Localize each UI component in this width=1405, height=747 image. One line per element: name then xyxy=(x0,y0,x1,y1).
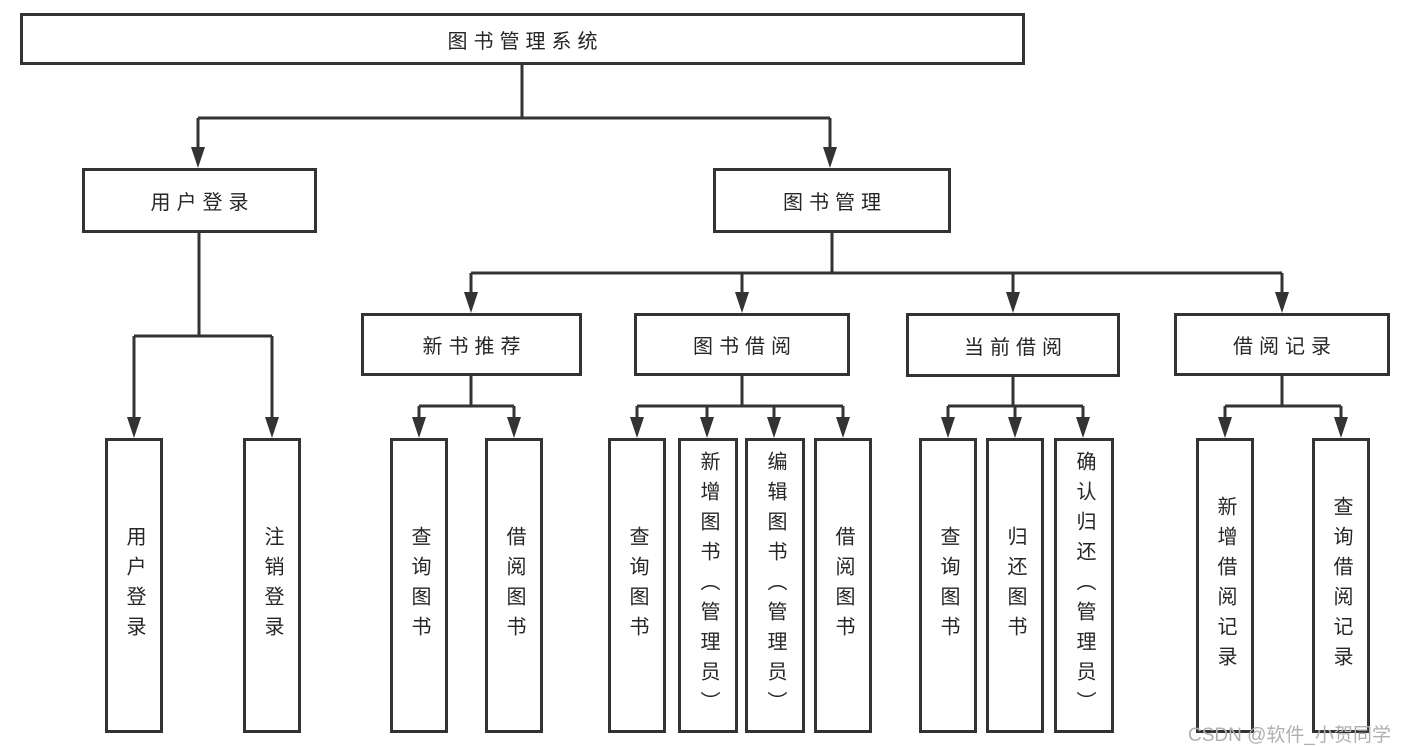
node-user-login: 用户登录 xyxy=(82,168,317,233)
leaf-records-add-borrow-record: 新增借阅记录 xyxy=(1196,438,1254,733)
node-label: 图书管理系统 xyxy=(447,30,604,53)
leaf-borrowing-query-books: 查询图书 xyxy=(608,438,666,733)
arrowhead xyxy=(941,417,955,438)
node-label: 借阅记录 xyxy=(1233,336,1337,358)
arrowhead xyxy=(464,292,478,313)
leaf-borrowing-edit-books-admin: 编辑图书（管理员） xyxy=(745,438,805,733)
arrowhead xyxy=(1076,417,1090,438)
node-label: 图书管理 xyxy=(783,192,887,214)
node-label: 编辑图书（管理员） xyxy=(764,450,786,721)
arrowhead xyxy=(700,417,714,438)
arrowhead xyxy=(127,417,141,438)
node-borrowing-records: 借阅记录 xyxy=(1174,313,1390,376)
node-label: 查询借阅记录 xyxy=(1330,495,1352,676)
node-label: 用户登录 xyxy=(150,192,255,214)
node-label: 新增借阅记录 xyxy=(1214,495,1236,676)
leaf-recommend-query-books: 查询图书 xyxy=(390,438,448,733)
arrowhead xyxy=(507,417,521,438)
node-new-book-recommend: 新书推荐 xyxy=(361,313,582,376)
leaf-current-return-books: 归还图书 xyxy=(986,438,1044,733)
arrowhead xyxy=(412,417,426,438)
leaf-user-login: 用户登录 xyxy=(105,438,163,733)
node-label: 确认归还（管理员） xyxy=(1073,450,1095,721)
arrowhead xyxy=(191,147,205,168)
node-label: 借阅图书 xyxy=(503,525,525,646)
watermark-text: CSDN @软件_小贺同学 xyxy=(1188,725,1391,746)
arrowhead xyxy=(735,292,749,313)
arrowhead xyxy=(823,147,837,168)
leaf-current-query-books: 查询图书 xyxy=(919,438,977,733)
arrowhead xyxy=(1275,292,1289,313)
node-label: 查询图书 xyxy=(937,525,959,646)
node-label: 归还图书 xyxy=(1004,525,1026,646)
node-book-management: 图书管理 xyxy=(713,168,951,233)
node-label: 查询图书 xyxy=(626,525,648,646)
arrowhead xyxy=(767,417,781,438)
node-label: 图书借阅 xyxy=(693,336,797,358)
node-book-borrowing: 图书借阅 xyxy=(634,313,850,376)
node-label: 查询图书 xyxy=(408,525,430,646)
arrowhead xyxy=(1218,417,1232,438)
arrowhead xyxy=(1008,417,1022,438)
leaf-recommend-borrow-books: 借阅图书 xyxy=(485,438,543,733)
arrowhead xyxy=(1334,417,1348,438)
leaf-records-query-borrow-record: 查询借阅记录 xyxy=(1312,438,1370,733)
arrowhead xyxy=(630,417,644,438)
node-label: 当前借阅 xyxy=(964,336,1068,359)
node-label: 注销登录 xyxy=(261,525,283,646)
node-label: 借阅图书 xyxy=(832,525,854,646)
node-root: 图书管理系统 xyxy=(20,13,1025,65)
leaf-borrowing-add-books-admin: 新增图书（管理员） xyxy=(678,438,738,733)
arrowhead xyxy=(836,417,850,438)
node-current-borrowing: 当前借阅 xyxy=(906,313,1120,377)
node-label: 新增图书（管理员） xyxy=(697,450,719,721)
leaf-borrowing-borrow-books: 借阅图书 xyxy=(814,438,872,733)
node-label: 新书推荐 xyxy=(422,336,527,358)
leaf-logout-login: 注销登录 xyxy=(243,438,301,733)
arrowhead xyxy=(265,417,279,438)
leaf-current-confirm-return-admin: 确认归还（管理员） xyxy=(1054,438,1114,733)
arrowhead xyxy=(1006,292,1020,313)
node-label: 用户登录 xyxy=(123,525,145,646)
